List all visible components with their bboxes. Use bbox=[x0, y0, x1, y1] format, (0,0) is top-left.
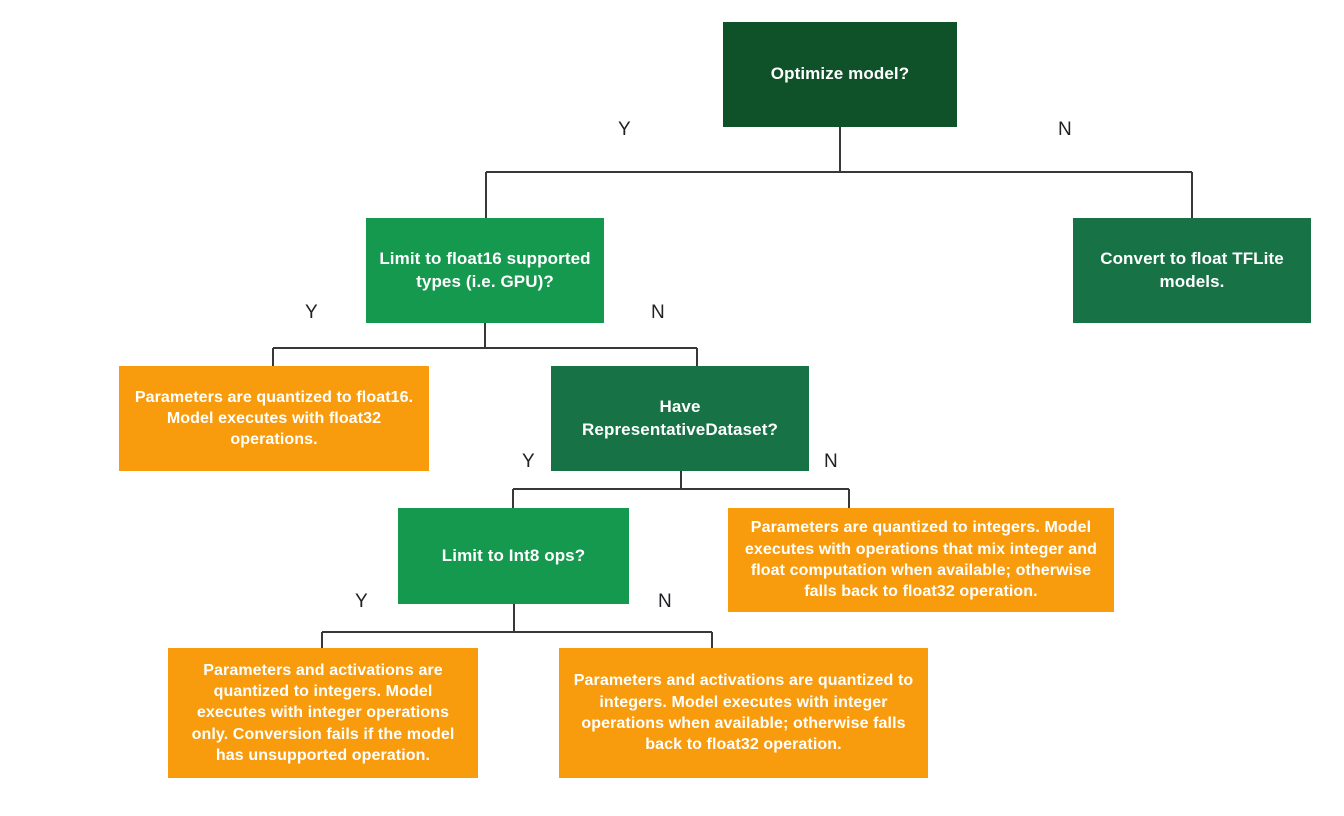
node-params-integers-fallback[interactable]: Parameters and activations are quantized… bbox=[559, 648, 928, 778]
node-label: Optimize model? bbox=[770, 64, 910, 84]
node-label: Parameters are quantized to integers. Mo… bbox=[744, 519, 1098, 601]
edge-label-int8-no: N bbox=[658, 591, 672, 612]
node-label: Parameters and activations are quantized… bbox=[573, 672, 914, 754]
node-optimize-model[interactable]: Optimize model? bbox=[723, 22, 957, 127]
node-label: Parameters are quantized to float16. Mod… bbox=[134, 388, 414, 449]
node-label: Limit to float16 supported types (i.e. G… bbox=[379, 248, 591, 291]
node-have-representative-dataset[interactable]: Have RepresentativeDataset? bbox=[551, 366, 809, 471]
edge-label-optimize-yes: Y bbox=[618, 119, 631, 140]
node-params-float16[interactable]: Parameters are quantized to float16. Mod… bbox=[119, 366, 429, 471]
node-limit-float16[interactable]: Limit to float16 supported types (i.e. G… bbox=[366, 218, 604, 323]
node-params-integers-mixed[interactable]: Parameters are quantized to integers. Mo… bbox=[728, 508, 1114, 612]
node-label: Convert to float TFLite models. bbox=[1100, 248, 1284, 291]
node-label: Limit to Int8 ops? bbox=[441, 545, 586, 565]
node-label: Parameters and activations are quantized… bbox=[191, 661, 455, 764]
edge-label-dataset-yes: Y bbox=[522, 451, 535, 472]
node-limit-int8-ops[interactable]: Limit to Int8 ops? bbox=[398, 508, 629, 604]
edge-label-float16-yes: Y bbox=[305, 302, 318, 323]
edge-label-dataset-no: N bbox=[824, 451, 838, 472]
node-convert-float-tflite[interactable]: Convert to float TFLite models. bbox=[1073, 218, 1311, 323]
edge-label-int8-yes: Y bbox=[355, 591, 368, 612]
edge-label-float16-no: N bbox=[651, 302, 665, 323]
edge-label-optimize-no: N bbox=[1058, 119, 1072, 140]
node-label: Have RepresentativeDataset? bbox=[582, 396, 778, 439]
node-params-integers-only[interactable]: Parameters and activations are quantized… bbox=[168, 648, 478, 778]
